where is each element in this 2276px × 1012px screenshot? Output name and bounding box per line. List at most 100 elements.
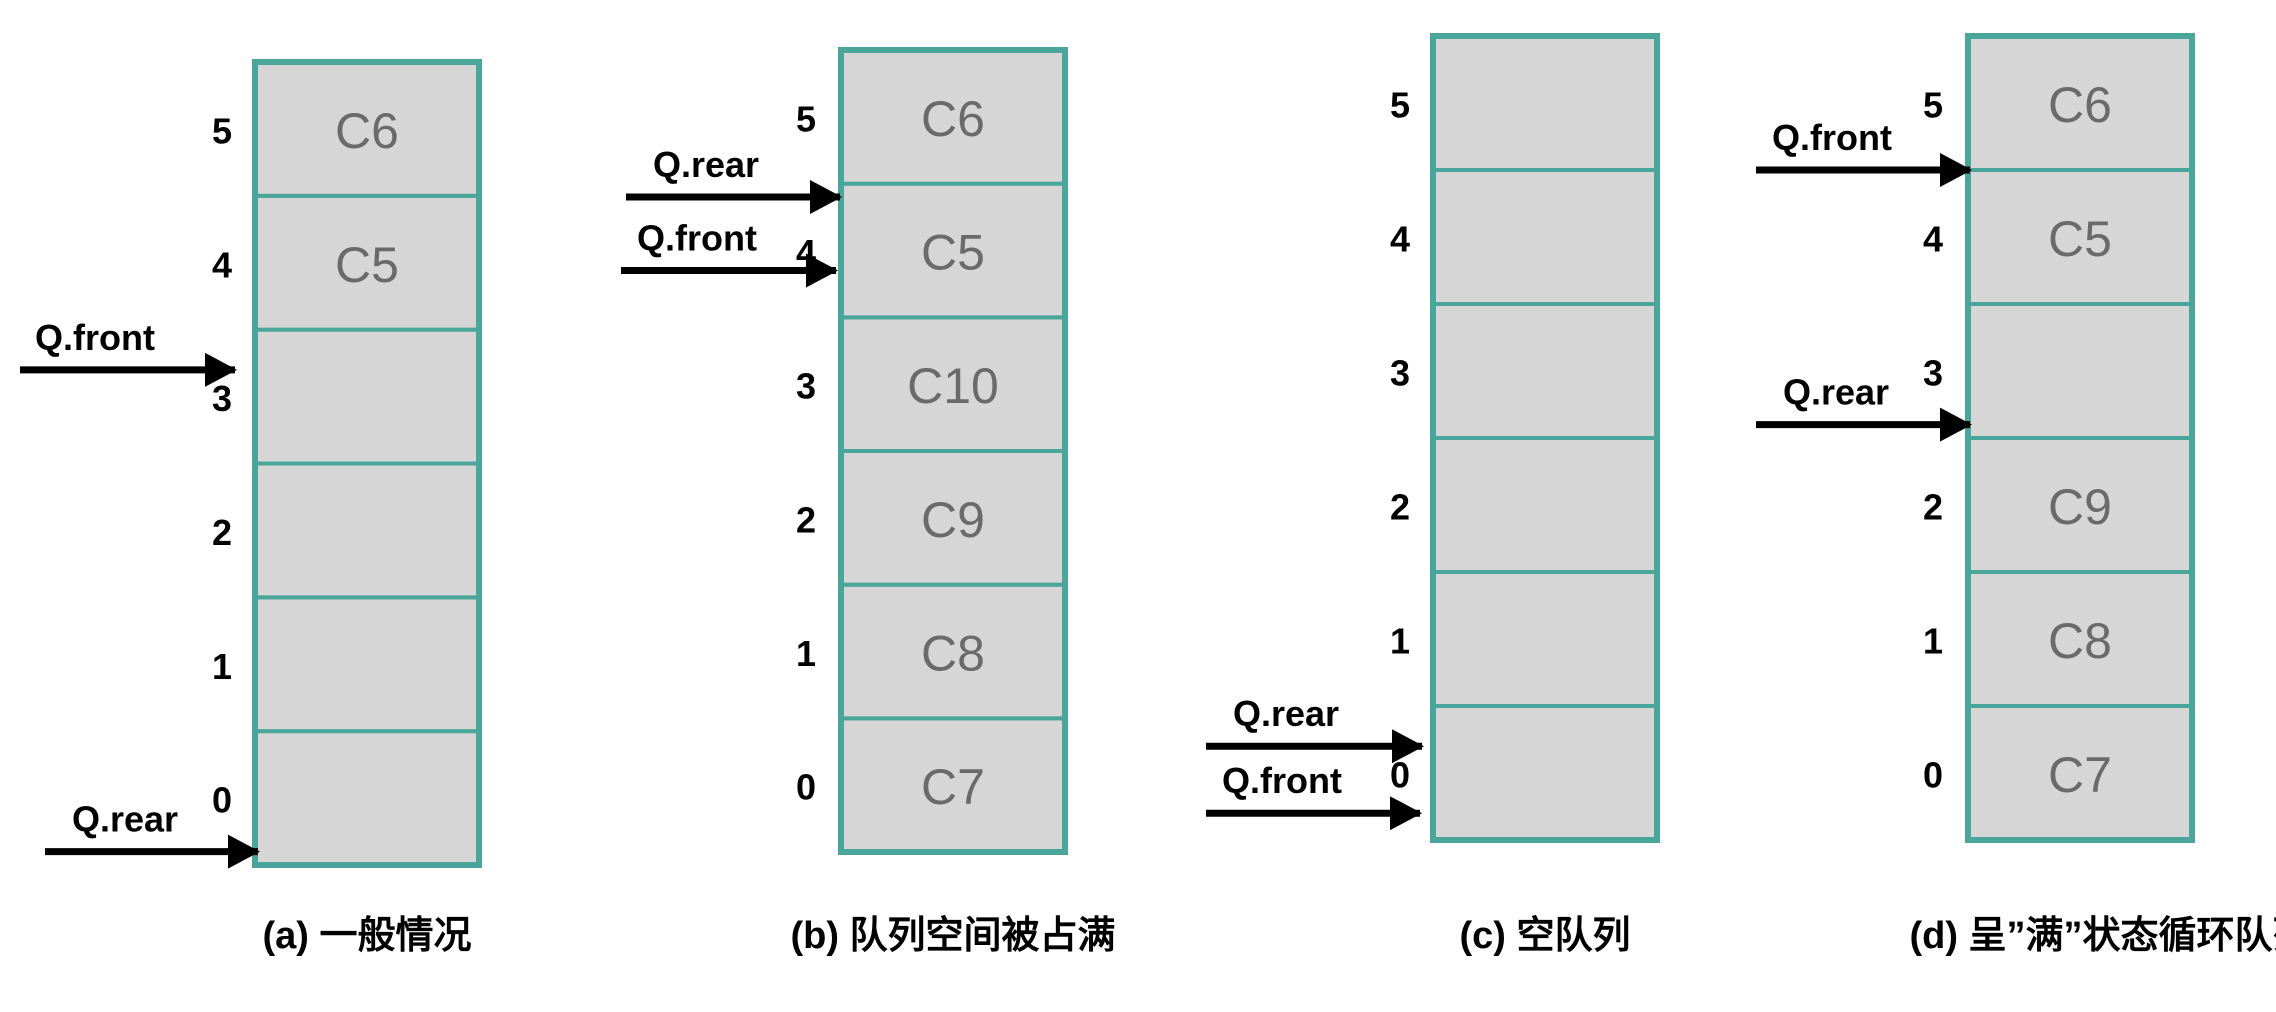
pointer-q-rear: Q.rear [45,799,260,869]
pointer-label: Q.front [1772,117,1892,158]
diagram-caption: (d) 呈”满”状态循环队列 [1909,915,2276,957]
cell-box [253,729,481,868]
cell-index-label: 5 [796,98,816,139]
cell-index-label: 0 [212,780,232,821]
cell-index-label: 0 [1923,755,1943,796]
cell-box [1431,168,1659,306]
pointer-label: Q.rear [72,799,178,840]
cell-box [1431,570,1659,708]
queue-cell-d-3: 3 [1923,302,2194,440]
queue-cell-b-4: C5 4 [796,181,1067,320]
cell-box [253,461,481,600]
queue-cell-d-5: C6 5 [1923,34,2194,172]
cell-index-label: 3 [796,366,816,407]
queue-cell-d-0: C7 0 [1923,704,2194,842]
cell-index-label: 0 [796,767,816,808]
queue-cell-d-4: C5 4 [1923,168,2194,306]
cell-index-label: 4 [212,244,232,285]
pointer-label: Q.front [35,317,155,358]
cell-box [839,48,1067,186]
cell-index-label: 1 [1923,621,1943,662]
queue-outline [252,59,482,868]
cell-box [1431,436,1659,574]
queue-cell-d-2: C9 2 [1923,436,2194,574]
cell-box [1966,168,2194,306]
cell-value: C10 [907,358,999,414]
cell-index-label: 4 [1390,219,1410,260]
queue-cell-b-2: C9 2 [796,449,1067,587]
cell-value: C9 [2048,479,2112,535]
pointer-q-front: Q.front [1756,117,1972,187]
cell-value: C8 [921,626,985,682]
pointer-label: Q.front [637,218,757,259]
pointer-label: Q.rear [1783,372,1889,413]
cell-index-label: 1 [212,646,232,687]
cell-index-label: 2 [796,499,816,540]
pointer-label: Q.rear [653,144,759,185]
cell-index-label: 5 [212,110,232,151]
cell-index-label: 1 [796,633,816,674]
cell-index-label: 2 [1390,487,1410,528]
cell-index-label: 4 [796,232,816,273]
cell-value: C6 [921,91,985,147]
queue-cell-c-3: 3 [1390,302,1659,440]
pointer-label: Q.front [1222,760,1342,801]
cell-value: C6 [2048,77,2112,133]
queue-cell-a-5: C6 5 [212,60,481,198]
cell-box [253,193,481,332]
diagram-caption: (b) 队列空间被占满 [790,915,1115,957]
cell-index-label: 2 [1923,487,1943,528]
queue-cell-a-2: 2 [212,461,481,600]
queue-outline [838,47,1068,855]
cell-index-label: 3 [1390,353,1410,394]
queue-cell-b-0: C7 0 [796,716,1067,854]
pointer-q-rear: Q.rear [626,144,842,215]
queue-cell-c-5: 5 [1390,34,1659,172]
cell-value: C6 [335,103,399,159]
cell-box [1966,570,2194,708]
queue-cell-b-5: C6 5 [796,48,1067,186]
cell-value: C5 [921,225,985,281]
diagram-caption: (c) 空队列 [1459,915,1630,957]
cell-index-label: 2 [212,512,232,553]
cell-value: C7 [921,759,985,815]
queue-cell-a-4: C5 4 [212,193,481,332]
queue-cell-a-1: 1 [212,595,481,734]
cell-index-label: 1 [1390,621,1410,662]
diagram-caption: (a) 一般情况 [262,915,471,957]
queue-outline [1430,33,1660,843]
cell-box [1431,704,1659,842]
cell-index-label: 0 [1390,755,1410,796]
cell-value: C7 [2048,747,2112,803]
queue-cell-b-1: C8 1 [796,582,1067,721]
cell-box [1966,302,2194,440]
pointer-q-front: Q.front [1206,760,1422,831]
cell-index-label: 3 [212,378,232,419]
queue-cell-a-0: 0 [212,729,481,868]
pointer-q-rear: Q.rear [1206,693,1424,764]
cell-value: C5 [335,237,399,293]
queue-cell-c-1: 1 [1390,570,1659,708]
cell-value: C5 [2048,211,2112,267]
cell-index-label: 5 [1923,85,1943,126]
cell-box [253,595,481,734]
cell-box [1431,302,1659,440]
pointer-label: Q.rear [1233,693,1339,734]
pointer-q-front: Q.front [621,218,838,288]
pointer-q-front: Q.front [20,317,237,387]
cell-box [1431,34,1659,172]
cell-value: C8 [2048,613,2112,669]
queue-cell-d-1: C8 1 [1923,570,2194,708]
queue-cell-b-3: C10 3 [796,315,1067,454]
pointer-q-rear: Q.rear [1756,372,1972,442]
cell-index-label: 3 [1923,353,1943,394]
cell-value: C9 [921,492,985,548]
cell-index-label: 5 [1390,85,1410,126]
cell-index-label: 4 [1923,219,1943,260]
cell-box [253,327,481,466]
